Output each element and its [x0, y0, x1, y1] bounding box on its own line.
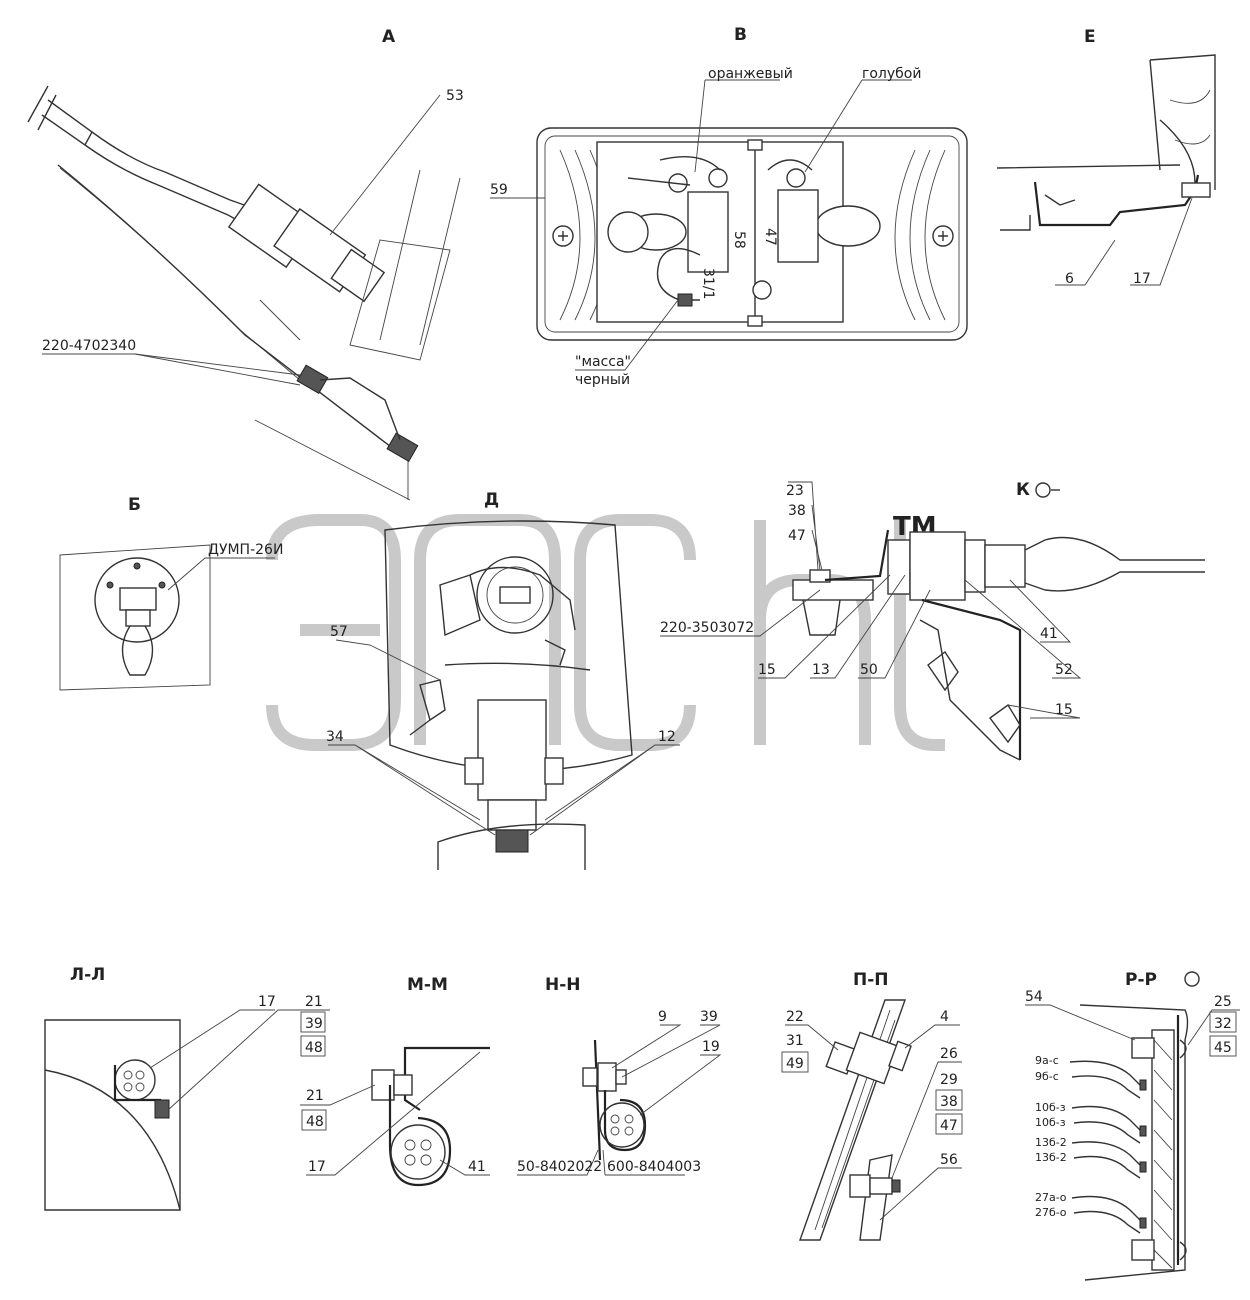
label-48-mm: 48: [306, 1114, 324, 1130]
section-mm-title: М-М: [407, 975, 448, 995]
label-220-3503072: 220-3503072: [660, 620, 754, 636]
label-13: 13: [812, 662, 830, 678]
label-9: 9: [658, 1009, 667, 1025]
label-17-ll: 17: [258, 994, 276, 1010]
label-mass: "масса": [575, 354, 631, 370]
label-23: 23: [786, 483, 804, 499]
label-22: 22: [786, 1009, 804, 1025]
label-21-mm: 21: [306, 1088, 324, 1104]
view-b-title: Б: [128, 495, 141, 515]
section-pp: П-П 22 31 49 4 26 29 38 47 56: [781, 970, 963, 1241]
label-56: 56: [940, 1152, 958, 1168]
section-ll-title: Л-Л: [70, 965, 105, 985]
wire-label-9a-c: 9а-с: [1035, 1054, 1059, 1067]
label-59: 59: [490, 182, 508, 198]
watermark: TM: [266, 512, 945, 751]
label-4: 4: [940, 1009, 949, 1025]
label-15-k: 15: [758, 662, 776, 678]
label-50-8402022: 50-8402022: [517, 1159, 602, 1175]
label-47-lamp: 47: [762, 228, 778, 246]
label-39-ll: 39: [305, 1016, 323, 1032]
label-41-mm: 41: [468, 1159, 486, 1175]
view-v-lamp: В 58 31/1 47 оранжевый голубой 59: [490, 25, 968, 388]
view-a-sensor: А 53 220-4702340: [27, 27, 464, 501]
view-k-title: К: [1016, 480, 1030, 500]
label-31-pp: 31: [786, 1033, 804, 1049]
view-e-bracket: Е 6 17: [996, 27, 1216, 287]
view-e-title: Е: [1084, 27, 1096, 47]
wire-label-9b-c: 9б-с: [1035, 1070, 1059, 1083]
view-d-assembly: Д 57 34 12: [326, 490, 680, 870]
view-d-title: Д: [484, 490, 499, 510]
section-nn-title: Н-Н: [545, 975, 581, 995]
label-220-4702340: 220-4702340: [42, 338, 136, 354]
label-47-k: 47: [788, 528, 806, 544]
label-47-pp: 47: [940, 1118, 958, 1134]
label-57: 57: [330, 624, 348, 640]
section-rr: Р-Р 9а-с 9б-с 10б-з 10б-з 13б-2 13б-2 27…: [1025, 970, 1240, 1281]
section-mm: М-М 21 48 17 41: [300, 975, 490, 1187]
label-49: 49: [786, 1056, 804, 1072]
label-45: 45: [1214, 1040, 1232, 1056]
label-blue: голубой: [862, 66, 921, 82]
section-pp-title: П-П: [853, 970, 889, 990]
wire-label-10b-z-1: 10б-з: [1035, 1101, 1066, 1114]
label-12: 12: [658, 729, 676, 745]
label-58: 58: [731, 231, 747, 249]
label-15-bracket: 15: [1055, 702, 1073, 718]
label-17-mm: 17: [308, 1159, 326, 1175]
label-21-ll: 21: [305, 994, 323, 1010]
view-a-title: А: [382, 27, 396, 47]
wire-label-13b-2-1: 13б-2: [1035, 1136, 1067, 1149]
label-31-1: 31/1: [700, 268, 716, 299]
label-19: 19: [702, 1039, 720, 1055]
label-6: 6: [1065, 271, 1074, 287]
label-black: черный: [575, 372, 630, 388]
label-dump: ДУМП-26И: [208, 542, 283, 558]
label-32: 32: [1214, 1016, 1232, 1032]
label-600-8404003: 600-8404003: [607, 1159, 701, 1175]
view-b-sensor-mount: Б ДУМП-26И: [59, 495, 283, 691]
label-orange: оранжевый: [708, 66, 793, 82]
label-38-pp: 38: [940, 1094, 958, 1110]
section-rr-title: Р-Р: [1125, 970, 1157, 990]
wire-label-27b-o: 27б-о: [1035, 1206, 1067, 1219]
label-52: 52: [1055, 662, 1073, 678]
label-26: 26: [940, 1046, 958, 1062]
label-53: 53: [446, 88, 464, 104]
label-29: 29: [940, 1072, 958, 1088]
wire-label-27a-o: 27а-о: [1035, 1191, 1067, 1204]
label-39-nn: 39: [700, 1009, 718, 1025]
label-48-ll: 48: [305, 1040, 323, 1056]
label-17-e: 17: [1133, 271, 1151, 287]
label-34: 34: [326, 729, 344, 745]
label-25: 25: [1214, 994, 1232, 1010]
section-ll: Л-Л 17 21 39 48: [44, 965, 330, 1211]
section-nn: Н-Н 9 39 19 50-8402022 600-8404003: [517, 975, 722, 1176]
label-50: 50: [860, 662, 878, 678]
view-v-title: В: [734, 25, 747, 45]
label-54: 54: [1025, 989, 1043, 1005]
view-k-switch: К 23 38 47 220-3503072 15 13 50 41 52 15: [660, 480, 1205, 761]
label-41-k: 41: [1040, 626, 1058, 642]
wire-label-13b-2-2: 13б-2: [1035, 1151, 1067, 1164]
label-38: 38: [788, 503, 806, 519]
wire-label-10b-z-2: 10б-з: [1035, 1116, 1066, 1129]
